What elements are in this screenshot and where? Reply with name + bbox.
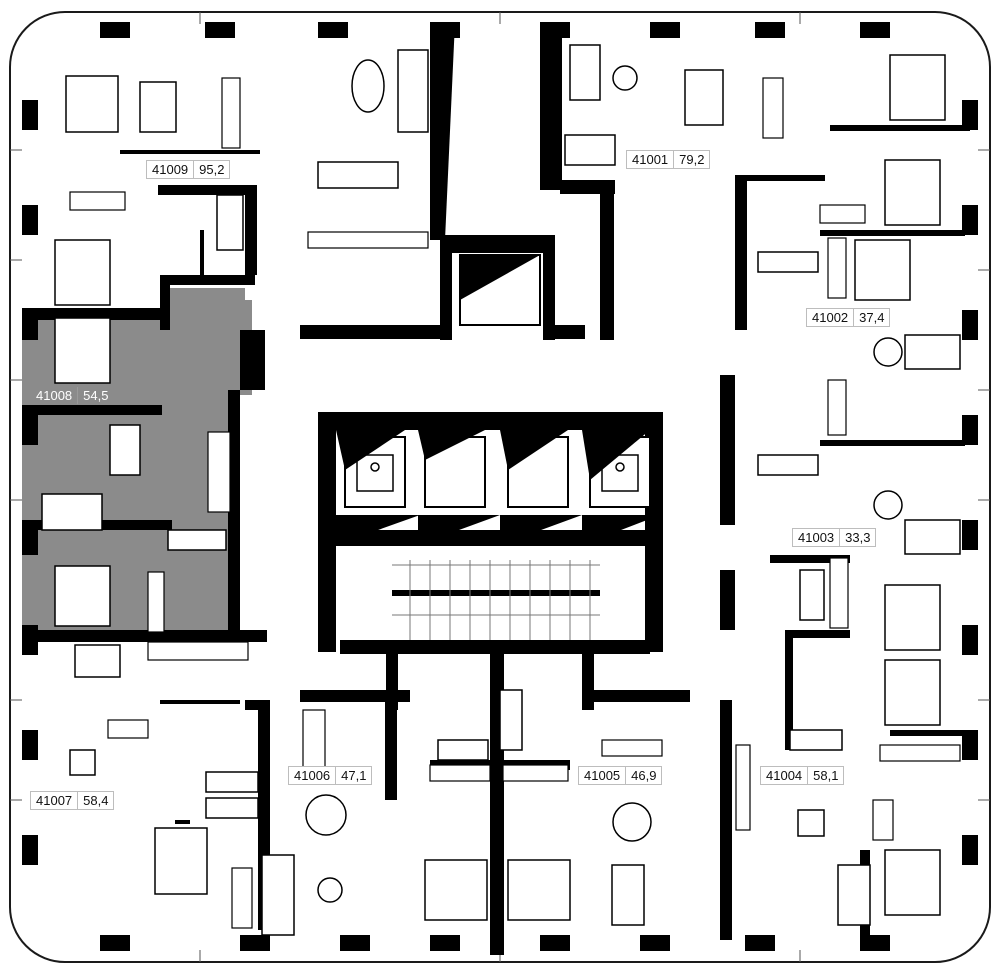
apartment-number: 41003	[798, 530, 835, 545]
apartment-label-41009[interactable]: 41009 95,2	[146, 160, 231, 179]
apartment-number: 41002	[812, 310, 849, 325]
apartment-number: 41001	[632, 152, 669, 167]
apartment-area: 54,5	[77, 387, 113, 404]
apartment-label-41003[interactable]: 41003 33,3	[792, 528, 877, 547]
beds	[54, 54, 946, 921]
apartment-number: 41006	[294, 768, 331, 783]
apartment-label-41002[interactable]: 41002 37,4	[806, 308, 891, 327]
apartment-number: 41008	[36, 388, 73, 403]
accessibility-icons	[356, 454, 639, 492]
kitchen-counters	[147, 231, 961, 831]
walls	[22, 22, 970, 955]
bathtubs	[167, 194, 843, 819]
apartment-area: 95,2	[193, 161, 229, 178]
apartment-number: 41009	[152, 162, 189, 177]
apartment-area: 33,3	[839, 529, 875, 546]
facade-piers	[22, 22, 978, 951]
apartment-area: 58,1	[807, 767, 843, 784]
apartment-label-41007[interactable]: 41007 58,4	[30, 791, 115, 810]
apartment-number: 41007	[36, 793, 73, 808]
apartment-number: 41004	[766, 768, 803, 783]
elevator-shading	[336, 430, 660, 545]
apartment-number: 41005	[584, 768, 621, 783]
apartment-area: 47,1	[335, 767, 371, 784]
window-ticks	[10, 12, 990, 962]
tables	[69, 59, 903, 903]
elevators	[344, 436, 651, 508]
apartment-label-41008[interactable]: 41008 54,5	[30, 386, 115, 405]
apartment-label-41005[interactable]: 41005 46,9	[578, 766, 663, 785]
stair	[392, 560, 600, 640]
sofas	[41, 44, 961, 936]
apartment-area: 37,4	[853, 309, 889, 326]
apartment-area: 46,9	[625, 767, 661, 784]
apartment-label-41006[interactable]: 41006 47,1	[288, 766, 373, 785]
apartment-label-41004[interactable]: 41004 58,1	[760, 766, 845, 785]
apartment-area: 79,2	[673, 151, 709, 168]
wardrobes	[69, 77, 894, 929]
apartment-label-41001[interactable]: 41001 79,2	[626, 150, 711, 169]
apartment-area: 58,4	[77, 792, 113, 809]
